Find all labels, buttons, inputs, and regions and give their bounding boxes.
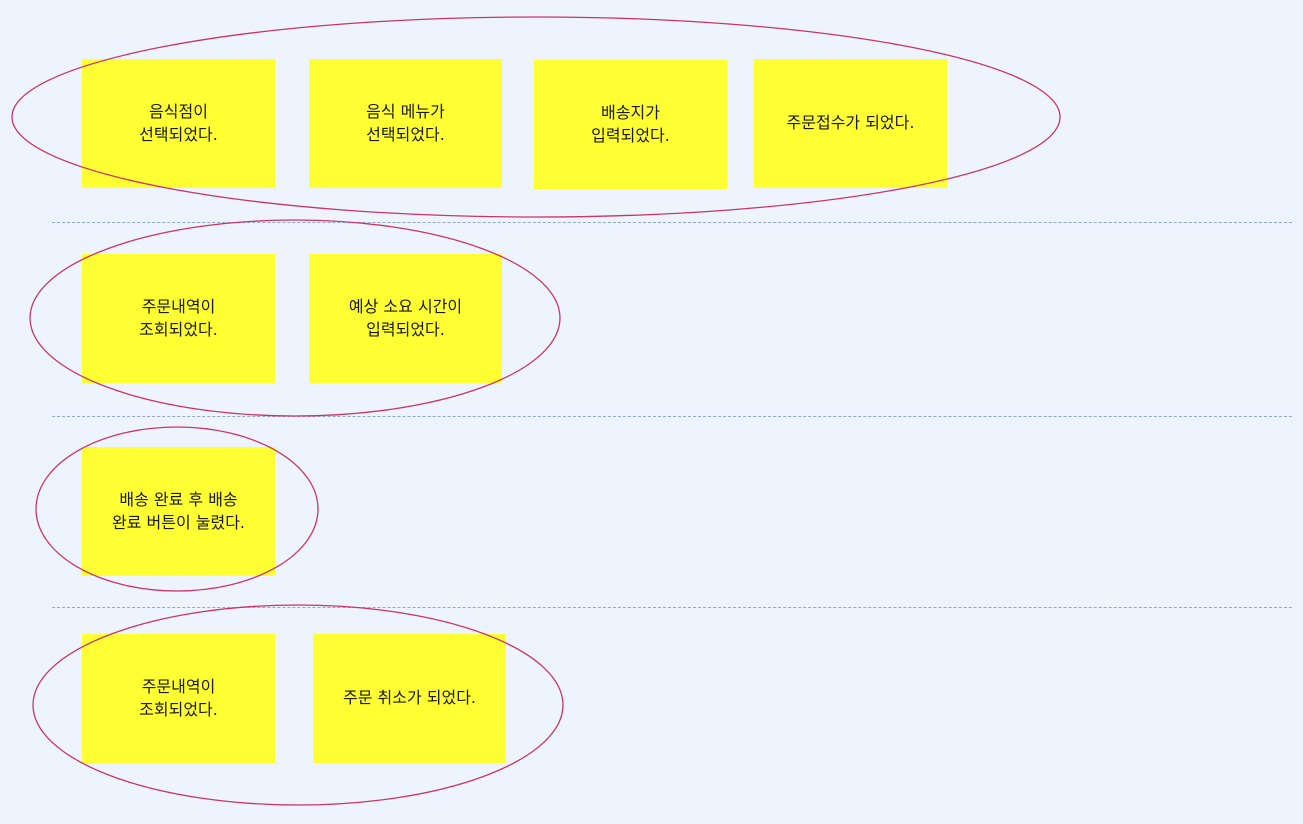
sticky-note-text: 주문 취소가 되었다. bbox=[342, 688, 477, 708]
sticky-note-text: 배송 완료 후 배송 완료 버튼이 눌렸다. bbox=[111, 490, 246, 532]
sticky-note-delivery-complete-pressed[interactable]: 배송 완료 후 배송 완료 버튼이 눌렸다. bbox=[82, 447, 275, 576]
sticky-note-text: 주문접수가 되었다. bbox=[786, 113, 915, 133]
sticky-note-restaurant-selected[interactable]: 음식점이 선택되었다. bbox=[82, 59, 275, 188]
sticky-note-estimated-time-entered[interactable]: 예상 소요 시간이 입력되었다. bbox=[309, 254, 502, 383]
sticky-note-menu-selected[interactable]: 음식 메뉴가 선택되었다. bbox=[309, 59, 502, 188]
sticky-note-order-history-viewed-2[interactable]: 주문내역이 조회되었다. bbox=[82, 634, 275, 763]
row-divider bbox=[52, 607, 1292, 608]
sticky-note-text: 음식 메뉴가 선택되었다. bbox=[366, 102, 445, 144]
sticky-note-order-history-viewed[interactable]: 주문내역이 조회되었다. bbox=[82, 254, 275, 383]
sticky-note-address-entered[interactable]: 배송지가 입력되었다. bbox=[534, 60, 727, 189]
sticky-note-text: 주문내역이 조회되었다. bbox=[139, 677, 218, 719]
sticky-note-order-received[interactable]: 주문접수가 되었다. bbox=[754, 59, 947, 188]
sticky-note-text: 주문내역이 조회되었다. bbox=[139, 297, 218, 339]
sticky-note-order-cancelled[interactable]: 주문 취소가 되었다. bbox=[313, 634, 506, 763]
sticky-note-text: 음식점이 선택되었다. bbox=[139, 102, 218, 144]
row-divider bbox=[52, 416, 1292, 417]
sticky-note-text: 예상 소요 시간이 입력되었다. bbox=[348, 297, 463, 339]
sticky-note-text: 배송지가 입력되었다. bbox=[591, 103, 670, 145]
row-divider bbox=[52, 222, 1292, 223]
